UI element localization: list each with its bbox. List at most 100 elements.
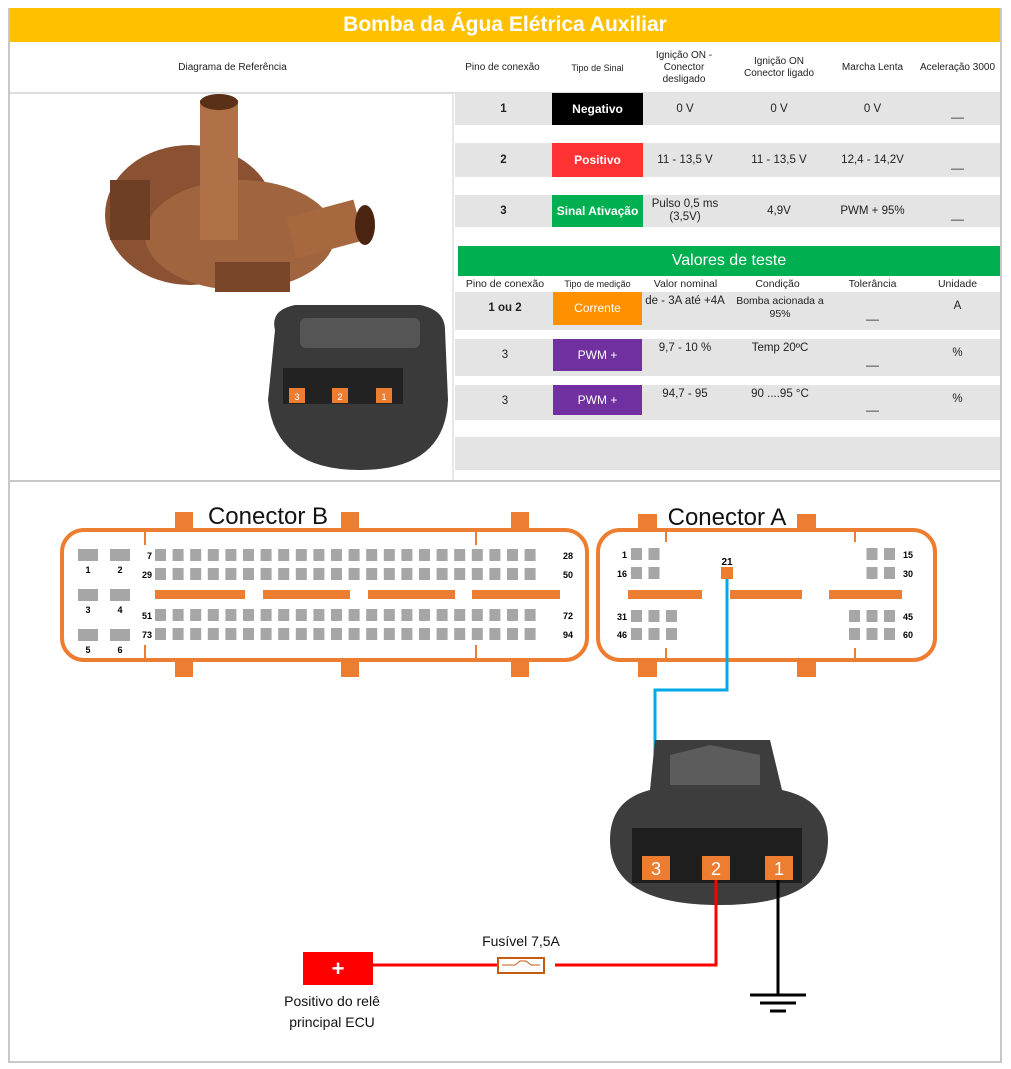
pin-b [155,609,166,621]
pin-b [331,549,342,561]
pin-b [225,628,237,640]
row-start-label: 51 [142,611,152,621]
active-pin-label: 21 [721,557,733,568]
pin-b-4 [110,589,130,601]
connector-a-outline [596,528,937,662]
idle-value: PWM + 95% [840,204,905,217]
pin-label: 6 [117,645,122,655]
pin-b [190,609,202,621]
row-end-label: 50 [563,570,573,580]
pin-b [155,628,166,640]
unit-value: A [953,300,962,312]
row-end-label: 15 [903,550,913,560]
pin-b [348,568,360,580]
pump-photo: 3 2 1 [105,94,448,470]
pin-b [436,628,448,640]
connector-key-bar [628,590,702,599]
pin-b [313,568,325,580]
svg-text:3: 3 [294,392,299,402]
row-start-label: 1 [622,550,627,560]
pin-b [454,549,466,561]
pin-b-3 [78,589,98,601]
signal-row: 3 Sinal Ativação Pulso 0,5 ms (3,5V) 4,9… [455,195,1000,227]
power-label-line1: Positivo do relê [284,993,380,1009]
connector-tab [511,512,529,529]
pin-b [507,609,518,621]
pin-a [648,610,660,622]
connector-key-bar [730,590,802,599]
header-accel: Aceleração 3000 [919,61,996,73]
pin-a [666,610,677,622]
svg-text:1: 1 [381,392,386,402]
connector-b-title: Conector B [208,503,328,530]
pin-b [524,549,536,561]
pin-b [383,549,395,561]
pin-b [295,568,307,580]
signal-type-badge: Negativo [552,93,643,125]
measurement-type-badge: Corrente [553,292,642,325]
pin-b [207,549,219,561]
header-ign-off: Ignição ON - Conector desligado [655,49,713,85]
pin-b [454,609,466,621]
pin-a [631,628,642,640]
pin-b-6 [110,629,130,641]
svg-text:1: 1 [774,859,784,879]
pump-body [105,94,375,292]
header-signal: Tipo de Sinal [571,62,624,73]
pin-a [648,548,660,560]
row-start-label: 29 [142,570,152,580]
connector-tab [175,660,193,677]
pin-b [419,549,430,561]
pin-b [419,568,430,580]
test-row: 1 ou 2 Corrente de - 3A até +4A Bomba ac… [455,292,1000,330]
accel-value: __ [951,208,964,221]
pin-b-5 [78,629,98,641]
connector-tab [797,660,816,677]
pin-b [331,568,342,580]
pin-a [884,628,895,640]
pin-b [489,549,501,561]
nominal-value: 94,7 - 95 [662,388,708,400]
pin-b [295,628,307,640]
pin-b [366,628,378,640]
test-header: Unidade [937,278,978,290]
pin-label: 4 [117,605,122,615]
pin-b [155,568,166,580]
column-divider [452,93,454,481]
measurement-type-badge: PWM + [553,339,642,371]
pin-number: 2 [500,153,507,166]
tolerance-value: __ [866,355,879,367]
row-end-label: 30 [903,569,913,579]
pin-a [849,610,860,622]
connector-key-bar [472,590,560,599]
pin-label: 3 [85,605,90,615]
pin-b [243,609,254,621]
pin-b [401,568,413,580]
test-header: Tolerância [848,278,897,290]
pin-b [489,609,501,621]
signal-row: 2 Positivo 11 - 13,5 V 11 - 13,5 V 12,4 … [455,143,1000,177]
row-start-label: 7 [147,551,152,561]
pin-b [207,568,219,580]
test-header: Tipo de medição [564,279,631,289]
row-end-label: 45 [903,612,913,622]
connector-tab [638,514,657,531]
pin-b [471,568,483,580]
test-pin: 3 [501,349,509,361]
pin-b [295,609,307,621]
fuse-label: Fusível 7,5A [482,933,560,949]
pin-number: 3 [500,204,507,217]
pin-b [278,549,290,561]
connector-tab [175,512,193,529]
pin-b [507,628,518,640]
pin-b [366,609,378,621]
unit-value: % [952,347,963,359]
pin-b [172,609,184,621]
svg-text:2: 2 [337,392,342,402]
test-pin: 3 [501,395,509,407]
pin-b [155,549,166,561]
pin-a [866,567,878,579]
pin-a [631,548,642,560]
connector-tab [638,660,657,677]
